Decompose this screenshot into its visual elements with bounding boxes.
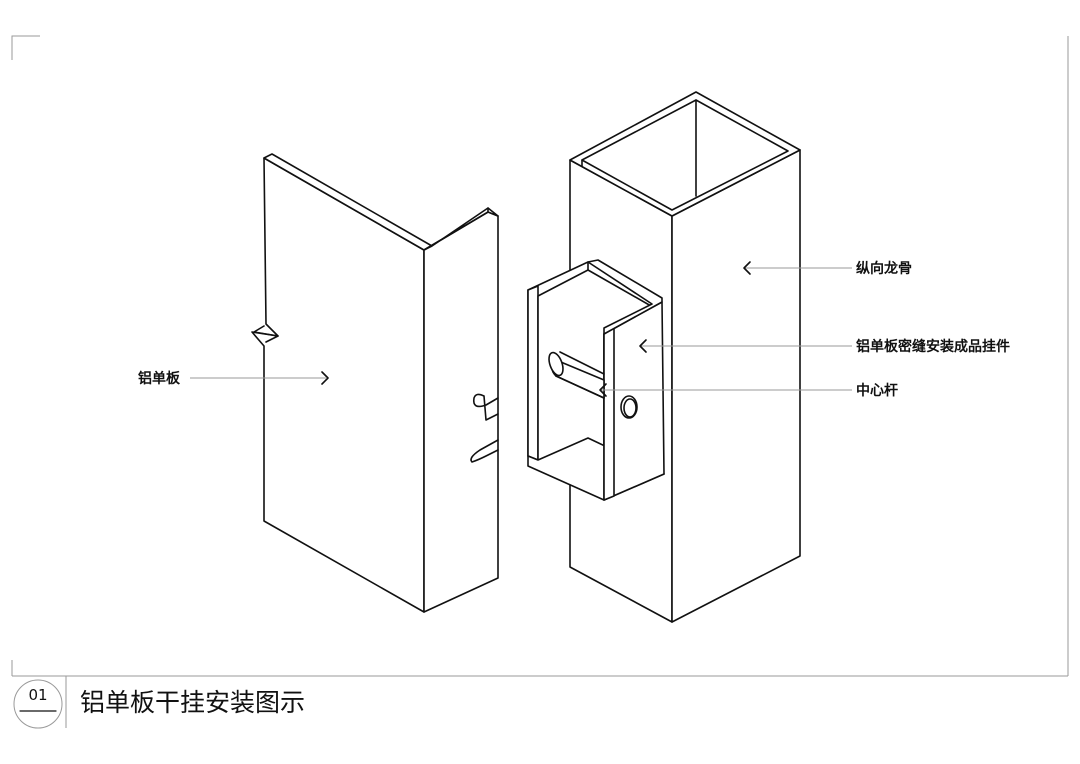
drawing-number-circle [13,679,63,729]
title-block: 01 铝单板干挂安装图示 [13,676,305,729]
hanger-bracket [527,259,665,501]
label-panel: 铝单板 [138,370,181,387]
callout-keel: 纵向龙骨 [743,260,912,277]
callout-hanger: 铝单板密缝安装成品挂件 [639,338,1010,355]
label-hanger: 铝单板密缝安装成品挂件 [856,338,1010,355]
drawing-number: 01 [28,686,47,704]
drawing-frame [11,35,1069,677]
label-keel: 纵向龙骨 [856,260,912,277]
callout-panel: 铝单板 [138,370,329,387]
drawing-title: 铝单板干挂安装图示 [80,688,305,717]
label-rod: 中心杆 [856,382,898,399]
callout-rod: 中心杆 [599,382,898,399]
aluminum-panel [251,153,499,613]
